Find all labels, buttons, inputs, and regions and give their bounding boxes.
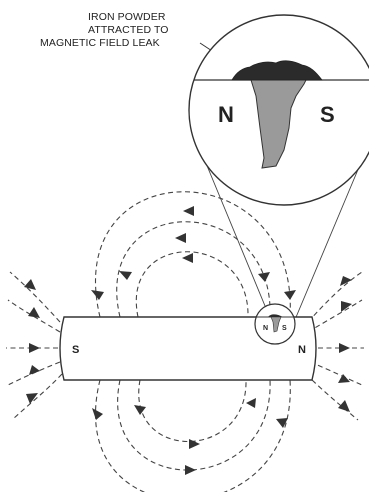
iron-powder-pile <box>231 60 323 81</box>
bar-pole-right: N <box>298 344 306 356</box>
projection-line-right <box>293 159 363 323</box>
field-line-right-1 <box>307 271 363 323</box>
field-line-left-5 <box>11 373 63 421</box>
field-line-upper-3 <box>135 251 249 318</box>
arrow-upper-2 <box>175 233 186 243</box>
callout-line-2: ATTRACTED TO <box>88 24 169 36</box>
field-line-upper-1 <box>94 191 291 318</box>
arrow-lower-2 <box>185 465 196 475</box>
crack-inset: N S <box>254 303 296 345</box>
magnified-view: N S <box>188 14 369 206</box>
magnified-pole-left: N <box>218 102 234 127</box>
bar-magnet-body <box>59 316 317 381</box>
callout-line-1: IRON POWDER <box>88 11 166 23</box>
arrow-upper-left-1 <box>91 290 104 300</box>
magnified-pole-right: S <box>320 102 335 127</box>
arrow-left-5 <box>26 393 38 404</box>
field-line-upper-2 <box>116 221 271 318</box>
bar-pole-left: S <box>72 344 79 356</box>
arrow-upper-3 <box>182 253 193 263</box>
field-line-lower-1 <box>94 379 291 492</box>
field-line-lower-3 <box>138 379 247 442</box>
crack-inset-pole-right: S <box>282 325 287 332</box>
field-line-right-2 <box>307 299 363 333</box>
arrow-lower-right-2 <box>246 398 256 408</box>
callout-line-3: MAGNETIC FIELD LEAK <box>40 37 160 49</box>
field-line-right-4 <box>309 361 363 386</box>
arrow-upper-right-2 <box>258 272 270 282</box>
arrow-right-2 <box>341 301 352 312</box>
arrow-lower-left-1 <box>92 408 103 420</box>
arrow-upper-right-1 <box>284 290 296 300</box>
arrow-right-5 <box>338 400 350 412</box>
arrow-left-4 <box>29 365 40 375</box>
field-arrows <box>24 206 352 475</box>
arrow-left-1 <box>24 279 36 290</box>
arrow-lower-3 <box>189 439 200 449</box>
arrow-lower-left-2 <box>134 405 146 415</box>
projection-line-left <box>202 155 271 319</box>
field-line-right-5 <box>305 373 359 421</box>
arrow-left-2 <box>28 307 40 318</box>
arrow-right-3 <box>339 343 350 353</box>
arrow-upper-1 <box>183 206 194 216</box>
bar-magnet: S N <box>59 316 317 381</box>
field-line-lower-2 <box>117 379 271 471</box>
crack-inset-powder <box>268 314 283 317</box>
crack-inset-pole-left: N <box>263 325 268 332</box>
field-lines <box>6 191 364 492</box>
arrow-upper-left-2 <box>119 271 132 280</box>
field-line-left-4 <box>7 361 61 386</box>
arrow-right-1 <box>340 276 352 286</box>
arrow-left-3 <box>29 343 40 353</box>
arrow-lower-right-1 <box>276 418 288 428</box>
surface-crack <box>250 79 307 169</box>
arrow-right-4 <box>338 374 350 383</box>
